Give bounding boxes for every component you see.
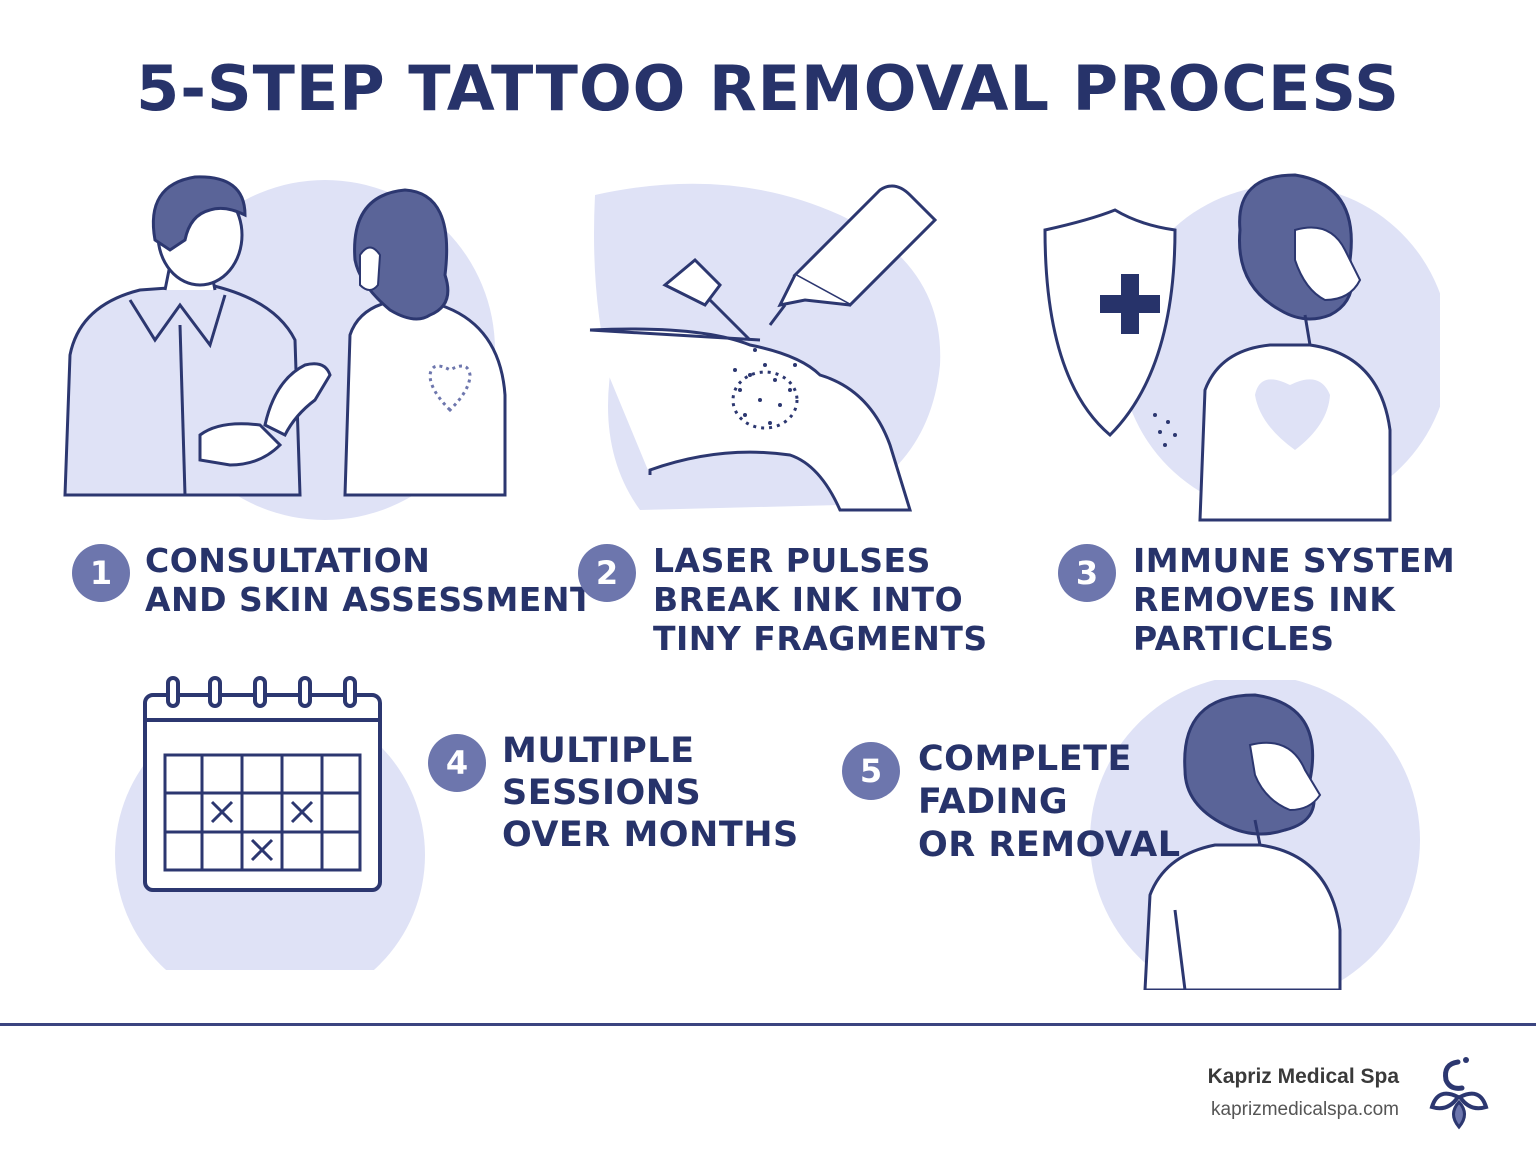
step-5-line-2: FADING	[918, 782, 1069, 822]
step-5-number: 5	[842, 742, 900, 800]
consultation-illustration	[63, 175, 507, 520]
step-5-label: COMPLETE FADING OR REMOVAL	[918, 738, 1181, 867]
laser-illustration	[589, 183, 941, 512]
step-2-line-1: LASER PULSES	[653, 541, 931, 580]
step-5-line-1: COMPLETE	[918, 739, 1132, 779]
step-1-line-1: CONSULTATION	[145, 541, 431, 580]
immune-shield-illustration	[1043, 173, 1440, 522]
footer-divider	[0, 1023, 1536, 1026]
step-4-line-3: OVER MONTHS	[502, 815, 799, 855]
step-2-number: 2	[578, 544, 636, 602]
page-title: 5-STEP TATTOO REMOVAL PROCESS	[136, 52, 1400, 125]
step-1-number: 1	[72, 544, 130, 602]
step-3-label: IMMUNE SYSTEM REMOVES INK PARTICLES	[1133, 541, 1455, 658]
step-3-line-1: IMMUNE SYSTEM	[1133, 541, 1456, 580]
step-5-line-3: OR REMOVAL	[918, 825, 1181, 865]
step-3-line-3: PARTICLES	[1133, 619, 1335, 658]
step-2-line-3: TINY FRAGMENTS	[653, 619, 988, 658]
kapriz-logo-icon	[1429, 1057, 1489, 1130]
step-3-number: 3	[1058, 544, 1116, 602]
step-2-label: LASER PULSES BREAK INK INTO TINY FRAGMEN…	[653, 541, 988, 658]
step-4-label: MULTIPLE SESSIONS OVER MONTHS	[502, 730, 799, 856]
clear-skin-illustration	[1090, 680, 1420, 990]
brand-url[interactable]: kaprizmedicalspa.com	[1211, 1099, 1399, 1120]
step-4-line-2: SESSIONS	[502, 773, 702, 813]
step-2-line-2: BREAK INK INTO	[653, 580, 964, 619]
step-4-line-1: MULTIPLE	[502, 731, 695, 771]
step-1-label: CONSULTATION AND SKIN ASSESSMENT	[145, 541, 593, 619]
calendar-icon	[115, 676, 425, 970]
step-1-line-2: AND SKIN ASSESSMENT	[145, 580, 593, 619]
brand-name: Kapriz Medical Spa	[1207, 1065, 1399, 1088]
step-3-line-2: REMOVES INK	[1133, 580, 1396, 619]
step-4-number: 4	[428, 734, 486, 792]
